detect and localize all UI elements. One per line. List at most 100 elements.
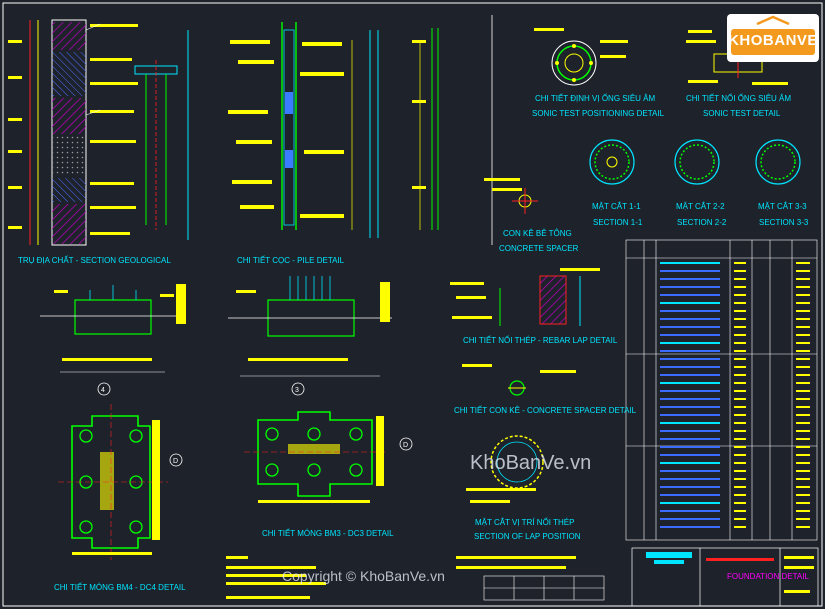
schedule-cell-mark [734,454,746,456]
schedule-cell-mark [734,422,746,424]
foundation-elevation-4 [40,284,186,373]
schedule-cell-mark [796,422,810,424]
schedule-row-shape [660,454,720,456]
pile-detail [228,15,493,245]
schedule-cell-mark [796,438,810,440]
label-sonic-joint-2: SONIC TEST DETAIL [703,109,781,118]
schedule-cell-mark [796,310,810,312]
schedule-cell-mark [796,294,810,296]
schedule-cell-mark [734,446,746,448]
schedule-row-shape [660,374,720,376]
schedule-cell-mark [796,302,810,304]
schedule-row-shape [660,358,720,360]
schedule-row-shape [660,518,720,520]
schedule-row-shape [660,438,720,440]
schedule-cell-mark [734,398,746,400]
schedule-cell-mark [734,286,746,288]
schedule-row-shape [660,390,720,392]
schedule-cell-mark [734,462,746,464]
schedule-cell-mark [796,334,810,336]
watermark-url: KhoBanVe.vn [470,452,592,474]
spacer-table [483,575,605,601]
schedule-cell-mark [734,374,746,376]
mark-dc4-plan: D [173,458,178,465]
schedule-cell-mark [734,302,746,304]
schedule-cell-mark [734,478,746,480]
schedule-cell-mark [734,470,746,472]
schedule-cell-mark [734,518,746,520]
brand-logo: KHOBANVE [727,14,819,62]
concrete-spacer-small [484,178,538,214]
schedule-row-shape [660,446,720,448]
label-spacer-1: CON KÊ BÊ TÔNG [503,229,572,238]
schedule-cell-mark [796,414,810,416]
schedule-cell-mark [796,342,810,344]
schedule-cell-mark [796,262,810,264]
label-rebar-lap: CHI TIẾT NỐI THÉP - REBAR LAP DETAIL [463,335,618,345]
schedule-row-shape [660,262,720,264]
schedule-cell-mark [796,286,810,288]
schedule-cell-mark [734,318,746,320]
schedule-cell-mark [734,526,746,528]
schedule-row-shape [660,526,720,528]
section-3-3 [755,139,801,185]
schedule-cell-mark [796,486,810,488]
section-2-2 [674,139,720,185]
foundation-plan-dc3 [244,411,386,503]
mark-dc3-elev: 3 [295,387,299,394]
schedule-cell-mark [796,398,810,400]
schedule-row-shape [660,334,720,336]
rebar-schedule-rows [660,262,810,528]
geological-section [8,19,138,246]
general-notes [226,556,576,599]
schedule-row-shape [660,278,720,280]
schedule-cell-mark [734,430,746,432]
lap-position-section [466,435,544,503]
schedule-cell-mark [796,446,810,448]
schedule-cell-mark [734,414,746,416]
label-sec22-1: MẶT CẮT 2-2 [676,202,725,211]
schedule-cell-mark [734,294,746,296]
schedule-cell-mark [734,502,746,504]
schedule-cell-mark [734,382,746,384]
schedule-row-shape [660,382,720,384]
schedule-row-shape [660,294,720,296]
schedule-cell-mark [796,350,810,352]
schedule-cell-mark [734,438,746,440]
schedule-cell-mark [734,262,746,264]
schedule-cell-mark [734,486,746,488]
schedule-cell-mark [734,366,746,368]
schedule-row-shape [660,462,720,464]
schedule-row-shape [660,270,720,272]
schedule-row-shape [660,486,720,488]
schedule-cell-mark [796,326,810,328]
schedule-row-shape [660,286,720,288]
schedule-row-shape [660,494,720,496]
schedule-cell-mark [734,510,746,512]
schedule-row-shape [660,478,720,480]
label-sec11-2: SECTION 1-1 [593,218,643,227]
schedule-cell-mark [734,278,746,280]
schedule-cell-mark [734,310,746,312]
schedule-row-shape [660,302,720,304]
schedule-cell-mark [796,390,810,392]
pile-elevation-small [134,30,189,240]
foundation-elevation-3 [228,276,392,377]
house-roof-icon [756,15,790,26]
schedule-cell-mark [796,526,810,528]
schedule-row-shape [660,326,720,328]
label-sec11-1: MẶT CẮT 1-1 [592,202,641,211]
schedule-cell-mark [796,454,810,456]
schedule-cell-mark [796,478,810,480]
label-sec33-2: SECTION 3-3 [759,218,809,227]
label-sonic-position-1: CHI TIẾT ĐỊNH VỊ ỐNG SIÊU ÂM [535,93,656,103]
schedule-row-shape [660,422,720,424]
schedule-cell-mark [796,494,810,496]
concrete-spacer-detail [462,364,576,396]
label-sonic-joint-1: CHI TIẾT NỐI ỐNG SIÊU ÂM [686,93,791,103]
schedule-cell-mark [734,350,746,352]
label-geological: TRỤ ĐỊA CHẤT - SECTION GEOLOGICAL [18,255,171,265]
schedule-cell-mark [796,270,810,272]
rebar-schedule-table [625,239,818,541]
